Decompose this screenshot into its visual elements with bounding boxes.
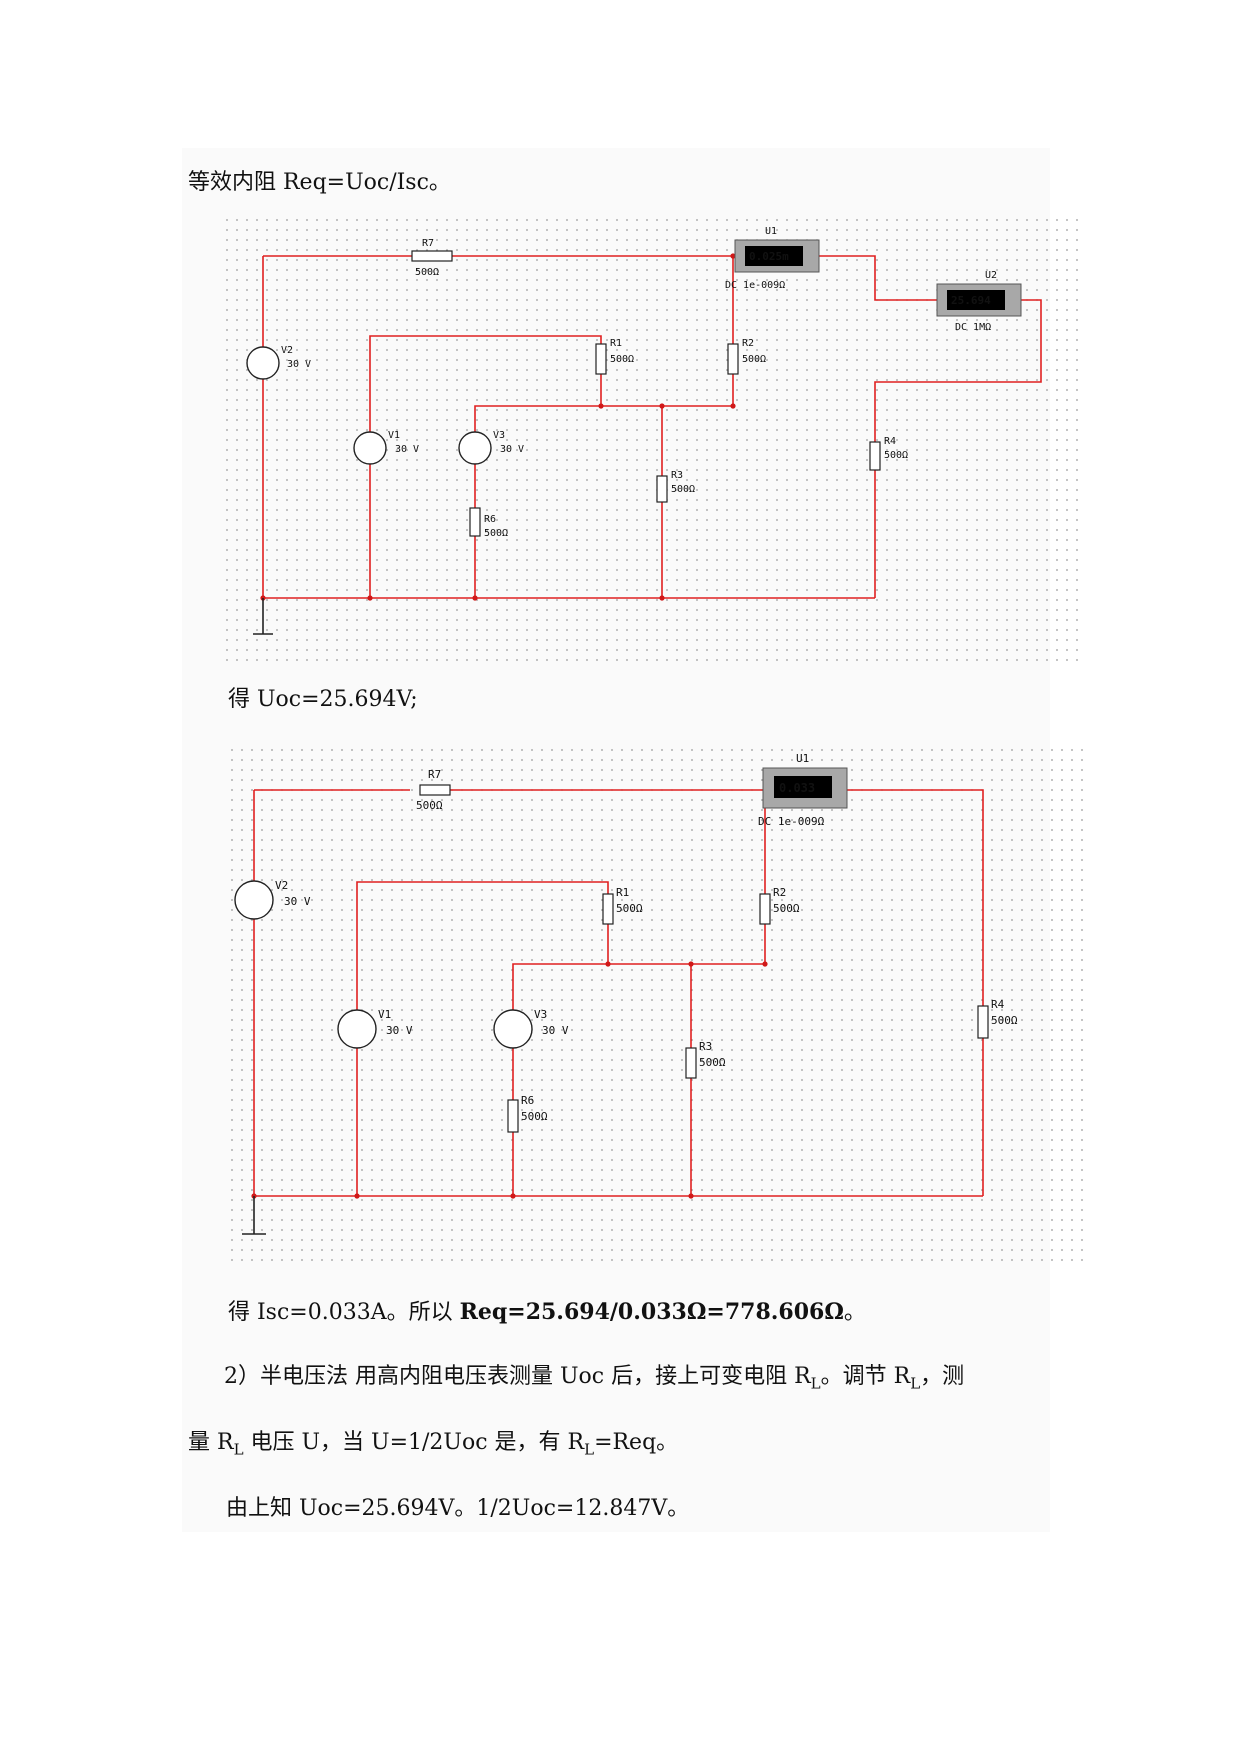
para-isc-result: 得 Isc=0.033A。所以 Req=25.694/0.033Ω=778.60…	[228, 1299, 866, 1325]
svg-text:DC 1e-009Ω: DC 1e-009Ω	[725, 280, 785, 291]
svg-text:U1: U1	[796, 752, 809, 765]
grid-background	[230, 748, 1085, 1268]
svg-text:500Ω: 500Ω	[671, 484, 695, 495]
svg-text:R2: R2	[773, 886, 786, 899]
svg-text:R7: R7	[428, 768, 441, 781]
multimeter-u1: 0.033 U1 DC 1e-009Ω	[758, 752, 848, 828]
svg-text:U1: U1	[765, 226, 777, 237]
voltage-source-v3	[493, 1009, 533, 1049]
svg-text:500Ω: 500Ω	[610, 354, 634, 365]
svg-text:0.033: 0.033	[779, 781, 815, 795]
svg-text:500Ω: 500Ω	[416, 799, 443, 812]
svg-text:25.694: 25.694	[951, 294, 991, 307]
resistor-r3	[685, 1047, 697, 1079]
multimeter-u1: 0.025m U1 DC 1e-009Ω	[725, 226, 820, 291]
svg-text:R6: R6	[484, 514, 496, 525]
para-measure-rl: 量 RL 电压 U，当 U=1/2Uoc 是，有 RL=Req。	[188, 1430, 679, 1459]
circuit-diagram-open-voltage: R7 500Ω R1 500Ω R2 500Ω R3 500Ω R6 500Ω …	[225, 218, 1085, 663]
svg-text:500Ω: 500Ω	[521, 1110, 548, 1123]
wire-v1-r1	[356, 881, 609, 1196]
resistor-r7	[419, 784, 451, 796]
resistor-r6	[469, 507, 481, 537]
svg-text:V1: V1	[388, 430, 400, 441]
svg-text:30 V: 30 V	[386, 1024, 413, 1037]
svg-text:V3: V3	[493, 430, 505, 441]
resistor-r3	[656, 475, 668, 503]
svg-text:DC 1e-009Ω: DC 1e-009Ω	[758, 815, 825, 828]
resistor-r6	[507, 1099, 519, 1133]
svg-text:500Ω: 500Ω	[742, 354, 766, 365]
para-half-uoc: 由上知 Uoc=25.694V。1/2Uoc=12.847V。	[226, 1496, 690, 1521]
svg-text:R1: R1	[610, 338, 622, 349]
svg-text:R3: R3	[671, 470, 683, 481]
multimeter-u2: 25.694 U2 DC 1MΩ	[936, 270, 1022, 333]
para-uoc-result: 得 Uoc=25.694V;	[228, 687, 418, 712]
para-half-voltage-method: 2）半电压法 用高内阻电压表测量 Uoc 后，接上可变电阻 RL。调节 RL，测	[224, 1364, 965, 1393]
svg-text:30 V: 30 V	[500, 444, 524, 455]
wire-meter1-meter2	[819, 255, 937, 301]
wire-v3-r6	[474, 405, 733, 598]
svg-text:R6: R6	[521, 1094, 534, 1107]
voltage-source-v1	[337, 1009, 377, 1049]
resistor-r4	[977, 1005, 989, 1039]
voltage-source-v1	[353, 431, 387, 465]
svg-text:30 V: 30 V	[287, 359, 311, 370]
svg-text:500Ω: 500Ω	[773, 902, 800, 915]
svg-text:V2: V2	[275, 879, 288, 892]
svg-text:DC 1MΩ: DC 1MΩ	[955, 322, 991, 333]
r7-value: 500Ω	[415, 267, 439, 278]
voltage-source-v2	[234, 880, 274, 920]
svg-text:R4: R4	[884, 436, 896, 447]
svg-text:30 V: 30 V	[284, 895, 311, 908]
r7-label: R7	[422, 238, 434, 249]
resistor-r2	[727, 343, 739, 375]
resistor-r2	[759, 893, 771, 925]
svg-text:V3: V3	[534, 1008, 547, 1021]
svg-text:500Ω: 500Ω	[699, 1056, 726, 1069]
svg-text:V1: V1	[378, 1008, 391, 1021]
svg-text:R3: R3	[699, 1040, 712, 1053]
voltage-source-v3	[458, 431, 492, 465]
para-req-definition: 等效内阻 Req=Uoc/Isc。	[188, 170, 451, 195]
wire-right-r4	[847, 789, 984, 1196]
resistor-r1	[602, 893, 614, 925]
svg-text:R4: R4	[991, 998, 1005, 1011]
circuit-diagram-short-current: R7 500Ω R1 500Ω R2 500Ω R3 500Ω R6 500Ω …	[230, 748, 1085, 1268]
svg-text:30 V: 30 V	[542, 1024, 569, 1037]
wire-r4	[874, 299, 1042, 598]
svg-text:500Ω: 500Ω	[991, 1014, 1018, 1027]
svg-text:R1: R1	[616, 886, 629, 899]
voltage-source-v2	[246, 346, 280, 380]
wire-v3-r6	[512, 963, 765, 1196]
svg-text:30 V: 30 V	[395, 444, 419, 455]
svg-text:U2: U2	[985, 270, 997, 281]
svg-text:500Ω: 500Ω	[484, 528, 508, 539]
svg-text:V2: V2	[281, 345, 293, 356]
resistor-r1	[595, 343, 607, 375]
svg-text:0.025m: 0.025m	[749, 250, 789, 263]
wire-v1-r1	[369, 335, 602, 598]
svg-text:500Ω: 500Ω	[616, 902, 643, 915]
resistor-r7	[411, 250, 453, 262]
svg-text:R2: R2	[742, 338, 754, 349]
resistor-r4	[869, 441, 881, 471]
svg-text:500Ω: 500Ω	[884, 450, 908, 461]
